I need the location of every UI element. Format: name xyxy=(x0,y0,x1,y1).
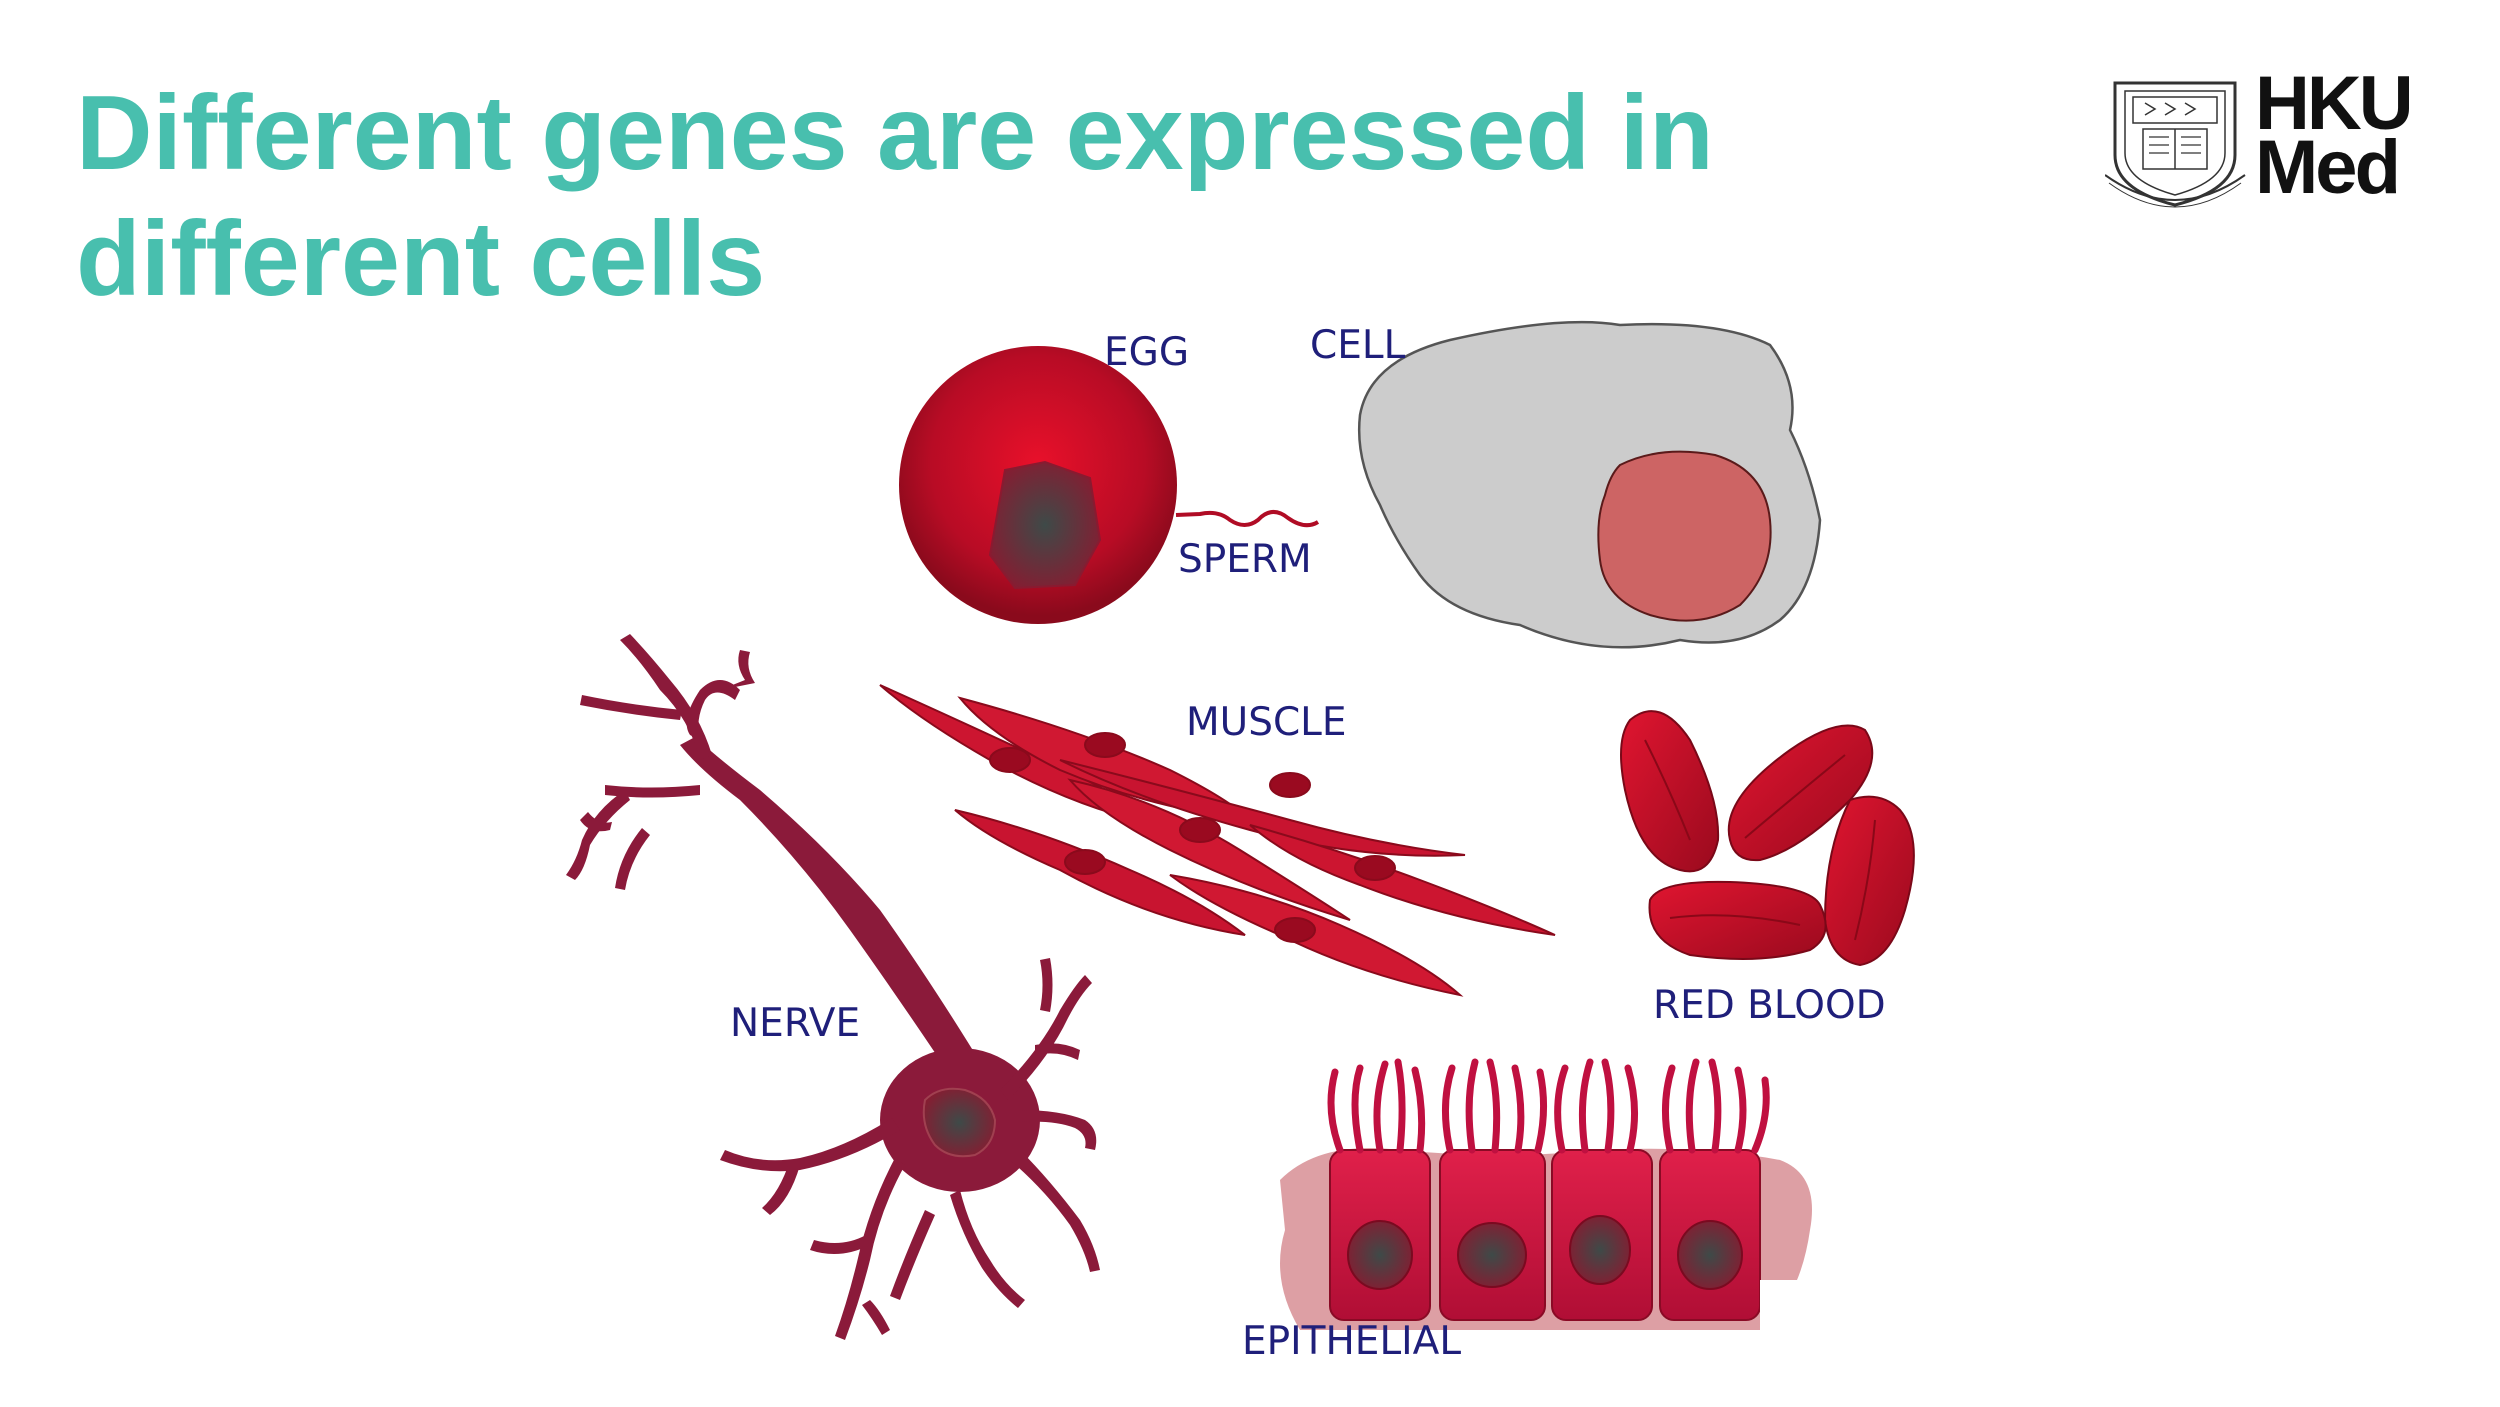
muscle-cells xyxy=(879,684,1556,997)
hku-crest-icon xyxy=(2105,81,2246,208)
egg-cell xyxy=(899,346,1177,624)
slide-title: Different genes are expressed in differe… xyxy=(76,70,1776,322)
generic-cell xyxy=(1357,320,1822,649)
slide-title-line2: different cells xyxy=(76,200,766,318)
epithelial-cells xyxy=(1280,1058,1840,1340)
slide-title-line1: Different genes are expressed in xyxy=(76,74,1714,192)
label-epithelial: EPITHELIAL xyxy=(1242,1319,1461,1364)
label-muscle: MUSCLE xyxy=(1186,700,1347,745)
logo-line2: Med xyxy=(2255,125,2401,210)
label-cell: CELL xyxy=(1310,323,1406,368)
hku-med-logo: HKU Med xyxy=(2255,61,2414,210)
label-nerve: NERVE xyxy=(730,1001,860,1046)
red-blood-cells xyxy=(1620,710,1915,967)
nerve-cell xyxy=(566,634,1100,1340)
label-sperm: SPERM xyxy=(1178,537,1312,582)
sperm-cell xyxy=(1175,510,1320,528)
label-red-blood: RED BLOOD xyxy=(1653,983,1886,1028)
label-egg: EGG xyxy=(1104,330,1189,375)
logo-line1: HKU xyxy=(2255,61,2414,146)
